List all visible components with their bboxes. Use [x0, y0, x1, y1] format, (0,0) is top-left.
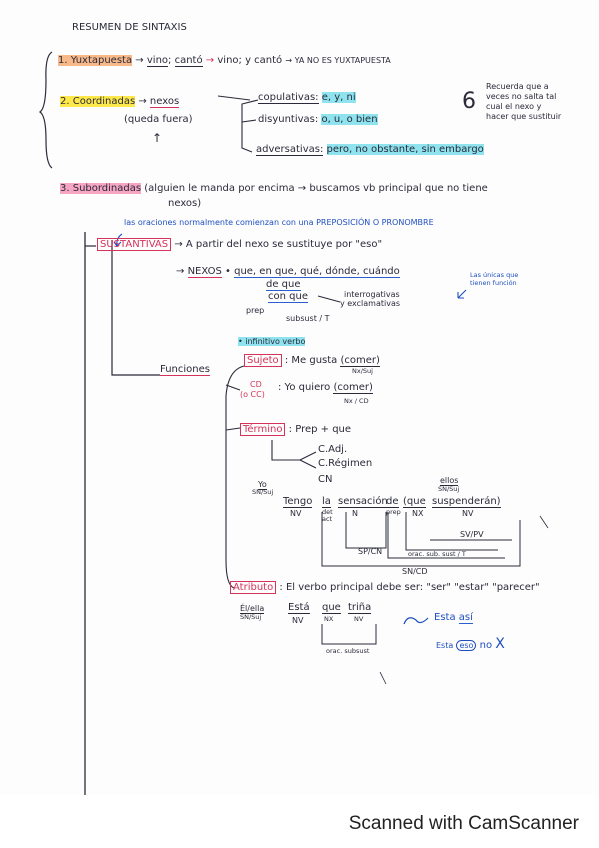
cregimen: C.Régimen: [318, 458, 373, 469]
esta: Está: [288, 602, 310, 614]
de-que: de que: [266, 279, 301, 291]
scanned-page: RESUMEN DE SINTAXIS 1. Yuxtapuesta → vin…: [38, 22, 562, 795]
up-arrow-icon: ↑: [152, 131, 163, 145]
nexos-row: → NEXOS • que, en que, qué, dónde, cuánd…: [176, 266, 400, 278]
funciones-label: Funciones: [160, 364, 210, 376]
esta-asi: Esta así: [434, 612, 473, 624]
note-line-4: hacer que sustituir: [486, 112, 562, 121]
note-line-2: veces no salta tal: [486, 92, 557, 101]
trina: triña: [348, 602, 372, 614]
exclamativas: y exclamativas: [340, 299, 401, 308]
atributo-row: Atributo : El verbo principal debe ser: …: [230, 581, 540, 594]
copulativas-row: copulativas: e, y, ni: [258, 92, 356, 104]
note-number: 6: [462, 89, 476, 114]
cc-label: (o CC): [240, 390, 265, 399]
interrogativas: interrogativas: [344, 290, 400, 299]
orac-subsust: orac. subsust: [326, 647, 370, 655]
nv-1: NV: [290, 509, 302, 518]
footer-bar: Scanned with CamScanner: [0, 795, 599, 848]
ellos: ellos: [440, 476, 459, 486]
esta-eso: Esta eso no X: [436, 636, 505, 652]
infinitivo-verbo: • infinitivo verbo: [238, 337, 306, 346]
sustantivas-row: SUSTANTIVAS → A partir del nexo se susti…: [97, 238, 382, 251]
paren-que: (que: [403, 496, 426, 508]
cd-row: : Yo quiero (comer): [278, 382, 373, 394]
queda-fuera: (queda fuera): [124, 114, 193, 125]
nv-4: NV: [354, 615, 364, 623]
camscanner-watermark: Scanned with CamScanner: [348, 813, 579, 834]
section-2-heading: 2. Coordinadas → nexos: [60, 96, 180, 108]
prep-2: prep: [386, 508, 401, 516]
nx-1: NX: [412, 509, 424, 518]
sujeto-row: Sujeto : Me gusta (comer): [244, 354, 380, 367]
note-line-3: cual el nexo y: [486, 102, 542, 111]
yuxtapuesta-label: 1. Yuxtapuesta: [58, 55, 133, 66]
de-word: de: [386, 496, 399, 508]
unicas-note-1: Las únicas que: [470, 271, 519, 279]
det: det: [322, 508, 333, 516]
section-3-desc-2: nexos): [168, 198, 202, 209]
cross-icon: X: [495, 636, 505, 652]
yo-sub: SN/Suj: [252, 488, 274, 496]
suspenderan: suspenderán): [432, 496, 501, 508]
termino-row: Término : Prep + que: [240, 423, 351, 436]
act: act: [322, 515, 333, 523]
section-3-heading: 3. Subordinadas (alguien le manda por en…: [60, 183, 488, 194]
ella-sub: SN/Suj: [240, 613, 262, 621]
nx-3: NX: [324, 615, 334, 623]
sensacion: sensación: [338, 496, 388, 508]
yo: Yo: [258, 480, 267, 490]
ellos-sub: SN/Suj: [438, 485, 460, 493]
page-title: RESUMEN DE SINTAXIS: [72, 22, 187, 33]
spcn: SP/CN: [358, 547, 383, 556]
orac-sub-sust: orac. sub. sust / T: [408, 550, 466, 558]
ella: Él/ella: [240, 604, 265, 614]
adversativas-row: adversativas: pero, no obstante, sin emb…: [256, 144, 484, 156]
nv-3: NV: [292, 616, 304, 625]
nv-2: NV: [462, 509, 474, 518]
section-1-heading: 1. Yuxtapuesta → vino; cantó → vino; y c…: [58, 55, 391, 67]
prep-label: prep: [246, 306, 265, 315]
que-word: que: [322, 602, 341, 614]
sncd: SN/CD: [402, 567, 428, 576]
unicas-note-2: tienen función: [470, 279, 517, 287]
n-label: N: [352, 509, 358, 518]
cd-sub: Nx / CD: [344, 397, 369, 405]
sujeto-sub: Nx/Suj: [352, 367, 373, 375]
con-que: con que: [268, 291, 308, 303]
cd-label: CD: [250, 380, 262, 389]
tengo: Tengo: [283, 496, 313, 508]
cadj: C.Adj.: [318, 444, 348, 455]
note-line-1: Recuerda que a: [486, 82, 549, 91]
la: la: [322, 496, 331, 508]
subsust-label: subsust / T: [286, 314, 330, 323]
preposicion-note: las oraciones normalmente comienzan con …: [124, 218, 434, 227]
cn: CN: [318, 474, 333, 485]
disyuntivas-row: disyuntivas: o, u, o bien: [258, 114, 378, 125]
hand-drawn-lines: [38, 51, 549, 795]
svpv: SV/PV: [460, 530, 484, 539]
